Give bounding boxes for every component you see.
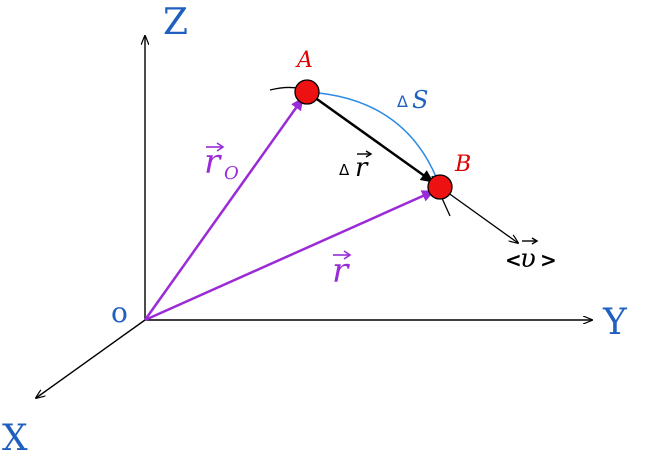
r0-label: r O: [204, 142, 239, 184]
velocity-close: >: [540, 248, 557, 272]
velocity-open: <: [505, 248, 522, 272]
z-axis-label: Z: [163, 2, 188, 43]
point-a: [294, 79, 320, 105]
arc-delta-s: [306, 91, 441, 188]
origin-label: o: [111, 296, 128, 329]
arc-label: Δ S: [397, 86, 428, 114]
point-b-label: B: [454, 152, 471, 177]
velocity-arrow-head: [531, 237, 539, 245]
r0-arrow-head: [216, 142, 225, 152]
point-a-label: A: [295, 48, 313, 73]
r0-subscript: O: [224, 163, 239, 184]
r0-symbol: r: [204, 142, 222, 182]
delta-r-symbol: r: [355, 153, 369, 183]
x-axis: [36, 319, 146, 398]
velocity-symbol: υ: [520, 244, 536, 274]
delta-r-label: Δ r: [339, 150, 373, 183]
r-symbol: r: [332, 251, 350, 291]
velocity-label: < υ >: [505, 237, 557, 274]
r-label: r: [332, 250, 352, 291]
arc-symbol: S: [412, 86, 428, 114]
point-b: [427, 174, 453, 200]
x-axis-label: X: [2, 418, 28, 459]
delta-r-arrow-head: [365, 150, 373, 158]
arc-delta: Δ: [397, 92, 408, 111]
r-vector: [144, 189, 435, 322]
y-axis-label: Y: [602, 302, 628, 343]
r-arrow-head: [343, 250, 352, 260]
velocity-direction: [439, 186, 518, 243]
delta-r-delta: Δ: [339, 161, 350, 179]
r0-vector: [143, 97, 305, 321]
delta-r-vector: [306, 90, 434, 184]
